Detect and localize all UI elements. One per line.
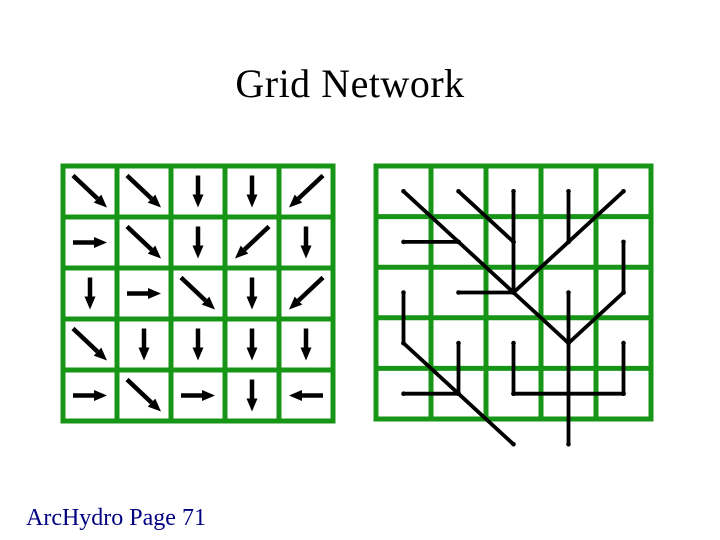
- slide-title: Grid Network: [235, 61, 465, 106]
- page-footer: ArcHydro Page 71: [26, 505, 206, 531]
- flow-direction-grid: [60, 163, 336, 424]
- flow-network-grid: [373, 163, 654, 447]
